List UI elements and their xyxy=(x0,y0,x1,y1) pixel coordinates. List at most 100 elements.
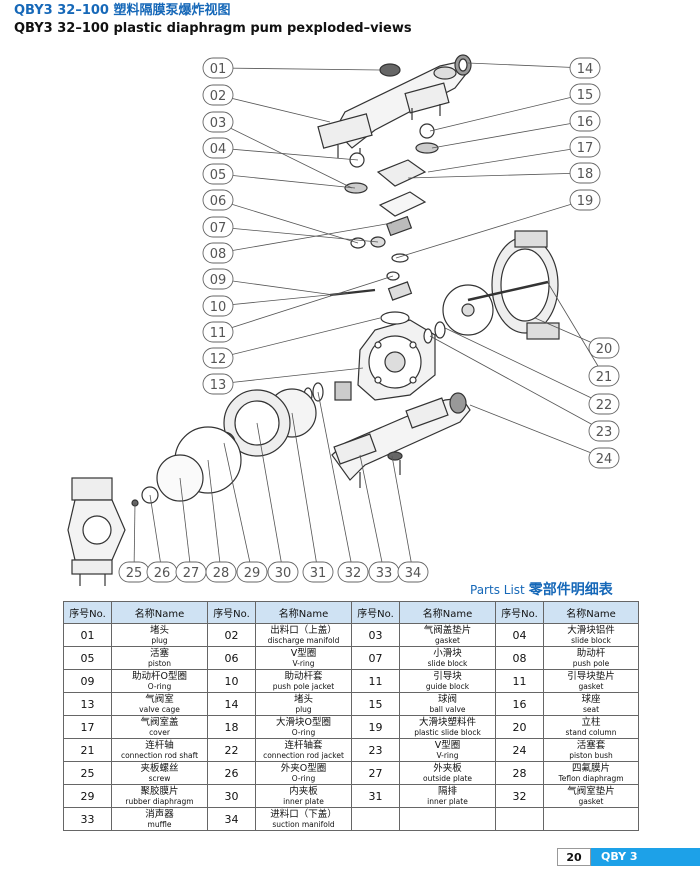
callout-number: 30 xyxy=(275,566,292,581)
title-english: QBY3 32–100 plastic diaphragm pum pexplo… xyxy=(14,21,412,36)
callout-bubble xyxy=(569,110,601,132)
part-name-en: inner plate xyxy=(283,797,324,806)
leader-line xyxy=(256,422,284,573)
callout-number: 08 xyxy=(210,247,227,262)
title-chinese: QBY3 32–100 塑料隔膜泵爆炸视图 xyxy=(14,3,231,18)
callout-number: 03 xyxy=(210,116,227,131)
part-name-cn: 外夹板 xyxy=(433,763,462,774)
v-ring-drawing xyxy=(423,328,433,344)
part-number-cell: 15 xyxy=(351,692,400,716)
slide-block-drawing xyxy=(385,215,413,237)
callout-number: 12 xyxy=(210,352,227,367)
callout-number: 23 xyxy=(596,425,613,440)
part-name-en: connection rod shaft xyxy=(120,751,199,760)
fluid-chamber-left-drawing xyxy=(67,477,126,586)
callout-number: 34 xyxy=(405,566,422,581)
header-no: 序号No. xyxy=(207,601,256,624)
part-name-en: rubber diaphragm xyxy=(125,797,194,806)
callout-bubble xyxy=(569,189,601,211)
callout-number: 25 xyxy=(126,566,143,581)
part-name-cn: 助动杆 xyxy=(576,648,606,659)
callout-bubble xyxy=(202,268,234,290)
ball-valve-drawing xyxy=(419,123,435,139)
header-name: 名称Name xyxy=(543,601,639,624)
part-name-cn: 夹板螺丝 xyxy=(140,763,179,774)
part-name-cn: 大滑块塑料件 xyxy=(418,717,476,728)
callout-bubble xyxy=(202,137,234,159)
part-name-cn: 大滑块铝件 xyxy=(567,625,615,636)
callout-number: 17 xyxy=(577,141,594,156)
callout-number: 15 xyxy=(577,88,594,103)
callout-number: 28 xyxy=(213,566,230,581)
page-header: QBY3 32–100 塑料隔膜泵爆炸视图 QBY3 32–100 plasti… xyxy=(14,2,412,38)
callout-bubble xyxy=(202,163,234,185)
part-number-cell: 02 xyxy=(207,623,256,647)
part-name-en: plug xyxy=(151,636,168,645)
callout-number: 27 xyxy=(183,566,200,581)
v-ring-drawing xyxy=(391,253,409,263)
callout-number: 02 xyxy=(210,89,227,104)
part-name-cn: 聚胶膜片 xyxy=(140,786,179,797)
part-name-cn: V型圈 xyxy=(290,648,317,659)
callout-number: 07 xyxy=(210,221,227,236)
callout-number: 19 xyxy=(577,194,594,209)
callout-bubble xyxy=(569,83,601,105)
callout-number: 09 xyxy=(210,273,227,288)
callout-bubble xyxy=(588,365,620,387)
part-name-en: outside plate xyxy=(422,774,473,783)
callout-number: 29 xyxy=(244,566,261,581)
part-number-cell: 07 xyxy=(351,646,400,670)
callout-number: 14 xyxy=(577,62,594,77)
callout-bubble xyxy=(202,216,234,238)
valve-cage-drawing xyxy=(357,319,436,401)
piston-bush-drawing xyxy=(334,381,352,401)
part-number-cell: 14 xyxy=(207,692,256,716)
leader-line xyxy=(391,455,414,573)
part-number-cell: 11 xyxy=(495,669,544,693)
part-number-cell: 21 xyxy=(63,738,112,762)
callout-number: 31 xyxy=(310,566,327,581)
callout-bubble xyxy=(569,162,601,184)
leader-line xyxy=(133,502,136,573)
part-number-cell: 18 xyxy=(207,715,256,739)
header-no: 序号No. xyxy=(63,601,112,624)
part-name-en: O-ring xyxy=(291,728,316,737)
part-name-cn: 助动杆套 xyxy=(284,671,323,682)
callout-number: 24 xyxy=(596,452,613,467)
part-name-cn: 引导块垫片 xyxy=(567,671,615,682)
part-name-cn: 大滑块O型圈 xyxy=(276,717,331,728)
leader-line xyxy=(217,292,349,307)
part-name-cn: 堵头 xyxy=(293,694,313,705)
part-name-cn: 助动杆O型圈 xyxy=(132,671,187,682)
part-name-en: plug xyxy=(295,705,312,714)
valve-cover-drawing xyxy=(376,159,427,187)
leader-line xyxy=(467,62,586,69)
callout-number: 01 xyxy=(210,62,227,77)
part-name-cn: 气阀室 xyxy=(145,694,174,705)
callout-bubble xyxy=(202,295,234,317)
callout-bubble xyxy=(569,136,601,158)
leader-line xyxy=(469,404,605,459)
part-number-cell: 05 xyxy=(63,646,112,670)
header-name: 名称Name xyxy=(255,601,352,624)
header-name: 名称Name xyxy=(111,601,208,624)
part-name-cn: V型圈 xyxy=(434,740,461,751)
fluid-chamber-right-drawing xyxy=(467,230,560,340)
leader-line xyxy=(179,477,192,573)
